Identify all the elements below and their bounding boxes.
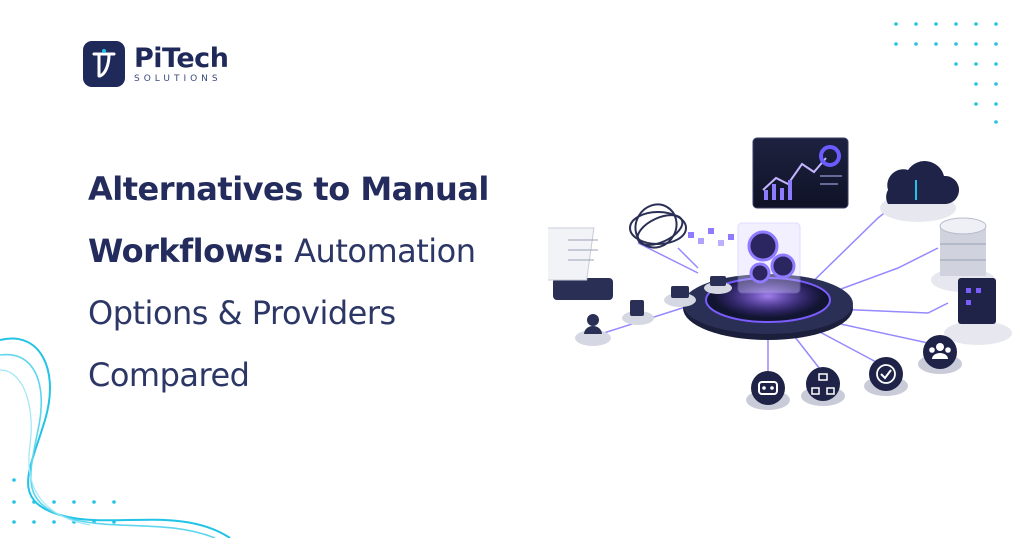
pitech-logo-icon [83, 41, 125, 87]
decorative-wave-lines [0, 337, 231, 538]
mail-icon [710, 276, 726, 286]
cloud-icon [880, 161, 960, 222]
headline-line-4: Compared [88, 356, 250, 394]
headline-line-2-bold: Workflows: [88, 232, 285, 270]
calculator-icon [630, 300, 644, 316]
headline-line-1: Alternatives to Manual [88, 170, 489, 208]
dashboard-monitor-icon [752, 137, 849, 209]
document-stack-icon [548, 227, 613, 300]
page-title: Alternatives to Manual Workflows: Automa… [88, 158, 558, 406]
team-icon [918, 335, 962, 374]
user-icon [587, 314, 599, 326]
headline-line-3: Options & Providers [88, 294, 396, 332]
folder-icon [671, 286, 689, 298]
tangled-wires-icon [629, 203, 687, 249]
headline-line-2-regular: Automation [284, 232, 476, 270]
robot-icon [746, 371, 790, 410]
brand-tagline: SOLUTIONS [134, 73, 222, 84]
dot-grid-top-right [894, 22, 998, 124]
flowchart-icon [801, 367, 845, 406]
checkmark-icon [864, 357, 908, 396]
brand-name: PiTech [134, 42, 229, 74]
central-gear-hub-icon [683, 222, 853, 340]
automation-network-illustration [548, 137, 1012, 410]
process-chain [575, 276, 732, 346]
dot-grid-bottom-left [12, 478, 116, 524]
brand-logo: PiTech SOLUTIONS [82, 40, 229, 88]
data-pixel-trail [688, 228, 734, 246]
server-icon [944, 278, 1012, 345]
headline-line-2: Workflows: Automation [88, 220, 558, 282]
